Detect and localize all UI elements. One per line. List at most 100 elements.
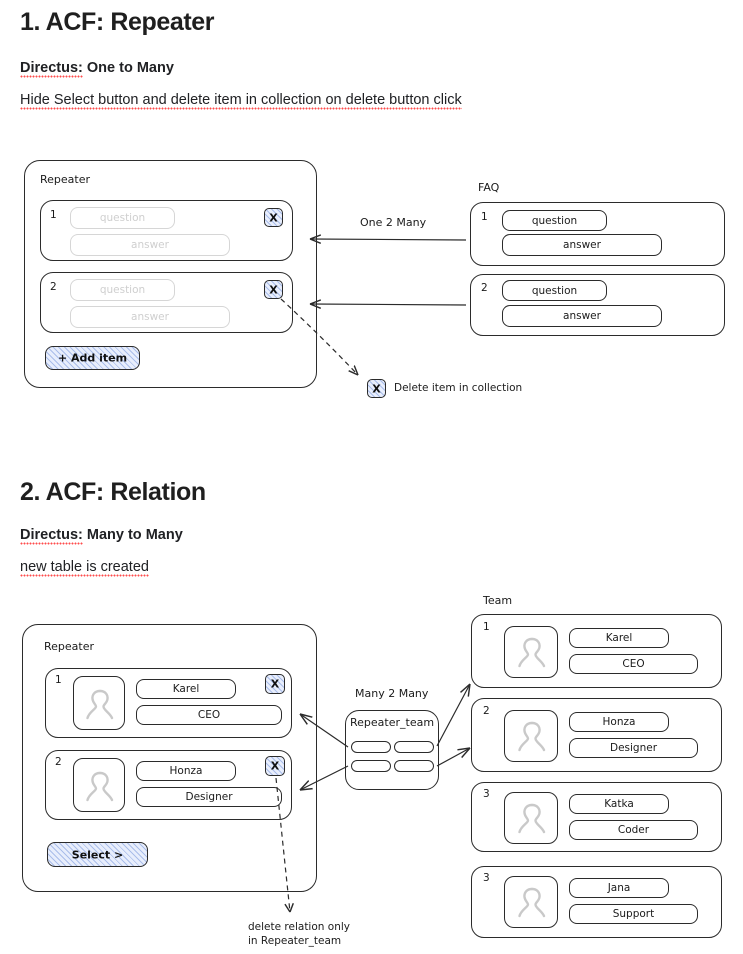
section-2-note: new table is created	[20, 559, 149, 577]
delete-item-button-label: X	[269, 283, 278, 296]
repeater-person-item[interactable]	[45, 750, 292, 820]
section-2-title: 2. ACF: Relation	[20, 478, 206, 507]
team-item[interactable]	[471, 698, 722, 772]
delete-item-button[interactable]: X	[264, 280, 283, 299]
faq-answer-value: answer	[563, 310, 601, 322]
repeater-question-field[interactable]: question	[70, 279, 175, 301]
avatar-icon	[504, 792, 558, 844]
team-name-field[interactable]: Jana	[569, 878, 669, 898]
avatar-icon	[504, 710, 558, 762]
repeater-item[interactable]	[40, 200, 293, 261]
repeater-name-value: Karel	[172, 683, 200, 695]
faq-question-value: question	[531, 214, 578, 227]
repeater-item-index: 2	[50, 281, 57, 293]
delete-item-button-label: X	[269, 211, 278, 224]
delete-relation-button[interactable]: X	[265, 674, 285, 694]
repeater-question-value: question	[99, 212, 146, 224]
junction-cell	[394, 741, 434, 753]
team-role-field[interactable]: Coder	[569, 820, 698, 840]
team-item-index: 3	[483, 788, 490, 800]
delete-relation-button-label: X	[270, 759, 280, 773]
delete-item-button[interactable]: X	[264, 208, 283, 227]
delete-relation-button[interactable]: X	[265, 756, 285, 776]
repeater-name-value: Honza	[169, 765, 203, 777]
section-1-title: 1. ACF: Repeater	[20, 8, 215, 37]
team-role-field[interactable]: Support	[569, 904, 698, 924]
repeater-name-field[interactable]: Honza	[136, 761, 236, 781]
repeater-answer-field[interactable]: answer	[70, 306, 230, 328]
section-1-subtitle-label: Directus:	[20, 60, 83, 78]
relation-label-one-2-many: One 2 Many	[360, 216, 427, 229]
delete-relation-button-label: X	[270, 677, 280, 691]
team-name-field[interactable]: Honza	[569, 712, 669, 732]
repeater-item[interactable]	[40, 272, 293, 333]
section-2-subtitle: Directus: Many to Many	[20, 527, 183, 545]
repeater-person-item[interactable]	[45, 668, 292, 738]
repeater-item-index: 1	[50, 209, 57, 221]
repeater-panel-2-label: Repeater	[44, 640, 95, 653]
repeater-name-field[interactable]: Karel	[136, 679, 236, 699]
team-name-value: Honza	[602, 716, 636, 728]
team-role-value: Coder	[617, 824, 650, 836]
select-button[interactable]: Select >	[47, 842, 148, 867]
faq-item-index: 1	[481, 211, 488, 223]
section-2-subtitle-value: Many to Many	[86, 527, 183, 543]
team-item-index: 2	[483, 705, 490, 717]
faq-item[interactable]	[470, 202, 725, 266]
section-1-note: Hide Select button and delete item in co…	[20, 92, 462, 110]
junction-table-label: Repeater_team	[350, 716, 435, 729]
section-1-title-text: 1. ACF: Repeater	[20, 8, 215, 36]
delete-legend-icon-label: X	[372, 382, 381, 395]
avatar-icon	[73, 758, 125, 812]
team-role-field[interactable]: Designer	[569, 738, 698, 758]
repeater-panel-2	[22, 624, 317, 892]
relation-label-many-2-many: Many 2 Many	[355, 687, 429, 700]
team-role-value: Support	[612, 908, 655, 920]
team-role-field[interactable]: CEO	[569, 654, 698, 674]
faq-answer-field[interactable]: answer	[502, 234, 662, 256]
team-role-value: CEO	[622, 658, 645, 670]
repeater-answer-field[interactable]: answer	[70, 234, 230, 256]
team-name-value: Katka	[604, 798, 634, 810]
team-item[interactable]	[471, 866, 722, 938]
section-1-subtitle-value: One to Many	[86, 60, 174, 76]
junction-cell	[351, 760, 391, 772]
avatar-icon	[504, 876, 558, 928]
team-item-index: 3	[483, 872, 490, 884]
repeater-person-index: 1	[55, 674, 62, 686]
section-1-subtitle: Directus: One to Many	[20, 60, 174, 78]
team-name-value: Karel	[605, 632, 633, 644]
team-item[interactable]	[471, 782, 722, 852]
repeater-role-field[interactable]: Designer	[136, 787, 282, 807]
team-name-field[interactable]: Katka	[569, 794, 669, 814]
junction-table	[345, 710, 439, 790]
junction-cell	[351, 741, 391, 753]
faq-item[interactable]	[470, 274, 725, 336]
repeater-question-field[interactable]: question	[70, 207, 175, 229]
team-item[interactable]	[471, 614, 722, 688]
repeater-role-field[interactable]: CEO	[136, 705, 282, 725]
faq-question-field[interactable]: question	[502, 280, 607, 301]
junction-cell	[394, 760, 434, 772]
repeater-answer-value: answer	[131, 311, 169, 323]
faq-question-value: question	[531, 284, 578, 297]
avatar-icon	[73, 676, 125, 730]
faq-answer-value: answer	[563, 239, 601, 251]
repeater-question-value: question	[99, 284, 146, 296]
team-name-field[interactable]: Karel	[569, 628, 669, 648]
delete-legend-icon: X	[367, 379, 386, 398]
repeater-answer-value: answer	[131, 239, 169, 251]
add-item-button-label: + Add item	[57, 351, 128, 365]
footnote-text: delete relation only in Repeater_team	[248, 921, 350, 947]
faq-answer-field[interactable]: answer	[502, 305, 662, 327]
repeater-panel-1-label: Repeater	[40, 173, 91, 186]
add-item-button[interactable]: + Add item	[45, 346, 140, 370]
repeater-role-value: CEO	[197, 709, 221, 721]
faq-question-field[interactable]: question	[502, 210, 607, 231]
faq-item-index: 2	[481, 282, 488, 294]
